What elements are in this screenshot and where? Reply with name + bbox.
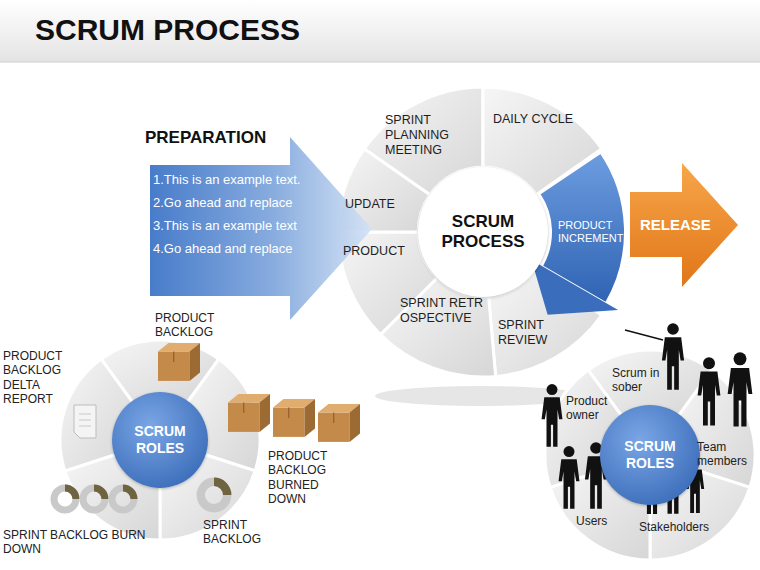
donut-icon xyxy=(201,482,227,508)
preparation-arrow xyxy=(150,137,372,320)
title-band xyxy=(0,0,760,62)
process-segment: PRODUCT INCREMENT xyxy=(558,219,628,245)
title-rule xyxy=(0,62,760,63)
ring-group xyxy=(60,87,755,560)
pointer xyxy=(625,330,663,340)
role-label: Users xyxy=(576,514,616,528)
box-icon xyxy=(158,343,200,381)
box-icon xyxy=(273,399,315,437)
process-segment: RELEASE xyxy=(628,160,740,290)
center-circle: SCRUM ROLES xyxy=(112,392,208,488)
node-text: PRODUCT xyxy=(343,244,415,259)
process-segment: SPRINT PLANNING MEETING xyxy=(385,113,477,158)
node-text: SPRINT REVIEW xyxy=(498,318,560,348)
box-icon xyxy=(318,404,360,442)
node-text: SCRUM ROLES xyxy=(604,438,696,472)
person-silhouette xyxy=(698,357,721,425)
person-silhouette xyxy=(559,446,580,509)
donut-icon xyxy=(83,488,105,510)
person-silhouette xyxy=(542,384,563,447)
role-label: SPRINT BACKLOG BURN DOWN xyxy=(3,528,153,557)
node-text: DAILY CYCLE xyxy=(493,112,593,127)
person-silhouette xyxy=(728,352,753,426)
center-circle: SCRUM ROLES xyxy=(600,405,700,505)
role-label: PRODUCT BACKLOG xyxy=(155,311,235,340)
release-arrow xyxy=(630,163,738,287)
node-text: RELEASE xyxy=(640,216,735,234)
document-icon xyxy=(74,405,96,438)
node-text: 4.Go ahead and replace xyxy=(153,241,368,257)
node-text: 1.This is an example text. xyxy=(153,172,368,188)
node-text: 2.Go ahead and replace xyxy=(153,195,368,211)
role-label: Team members xyxy=(697,440,753,469)
process-segment: PREPARATION 1.This is an example text. 2.G… xyxy=(145,128,375,323)
role-label: Product owner xyxy=(566,394,618,423)
box-icon xyxy=(228,394,270,432)
center-circle: SCRUM PROCESS xyxy=(418,167,548,297)
donut-icon xyxy=(112,488,134,510)
process-segment: UPDATE xyxy=(345,197,407,212)
role-label: PRODUCT BACKLOG DELTA REPORT xyxy=(3,349,65,407)
role-label: PRODUCT BACKLOG BURNED DOWN xyxy=(268,449,358,507)
node-text: UPDATE xyxy=(345,197,407,212)
role-label: SPRINT BACKLOG xyxy=(203,518,273,547)
node-heading: PREPARATION xyxy=(145,128,345,148)
process-segment: SPRINT REVIEW xyxy=(498,318,560,348)
node-text: SCRUM PROCESS xyxy=(423,212,543,253)
increment-head xyxy=(531,260,618,315)
role-label: Scrum in sober xyxy=(612,366,664,395)
node-text: PRODUCT INCREMENT xyxy=(558,219,628,245)
role-label: Stakeholders xyxy=(639,520,719,534)
node-text: SPRINT PLANNING MEETING xyxy=(385,113,477,158)
node-text: 3.This is an example text xyxy=(153,218,368,234)
process-segment: SPRINT RETROSPECTIVE xyxy=(400,296,484,326)
page-title: SCRUM PROCESS xyxy=(35,13,300,47)
process-segment: DAILY CYCLE xyxy=(493,112,593,127)
donut-icon xyxy=(54,488,76,510)
process-segment: PRODUCT xyxy=(343,244,415,259)
node-text: SCRUM ROLES xyxy=(116,423,204,457)
node-text: SPRINT RETROSPECTIVE xyxy=(400,296,484,326)
person-silhouette xyxy=(662,323,684,390)
